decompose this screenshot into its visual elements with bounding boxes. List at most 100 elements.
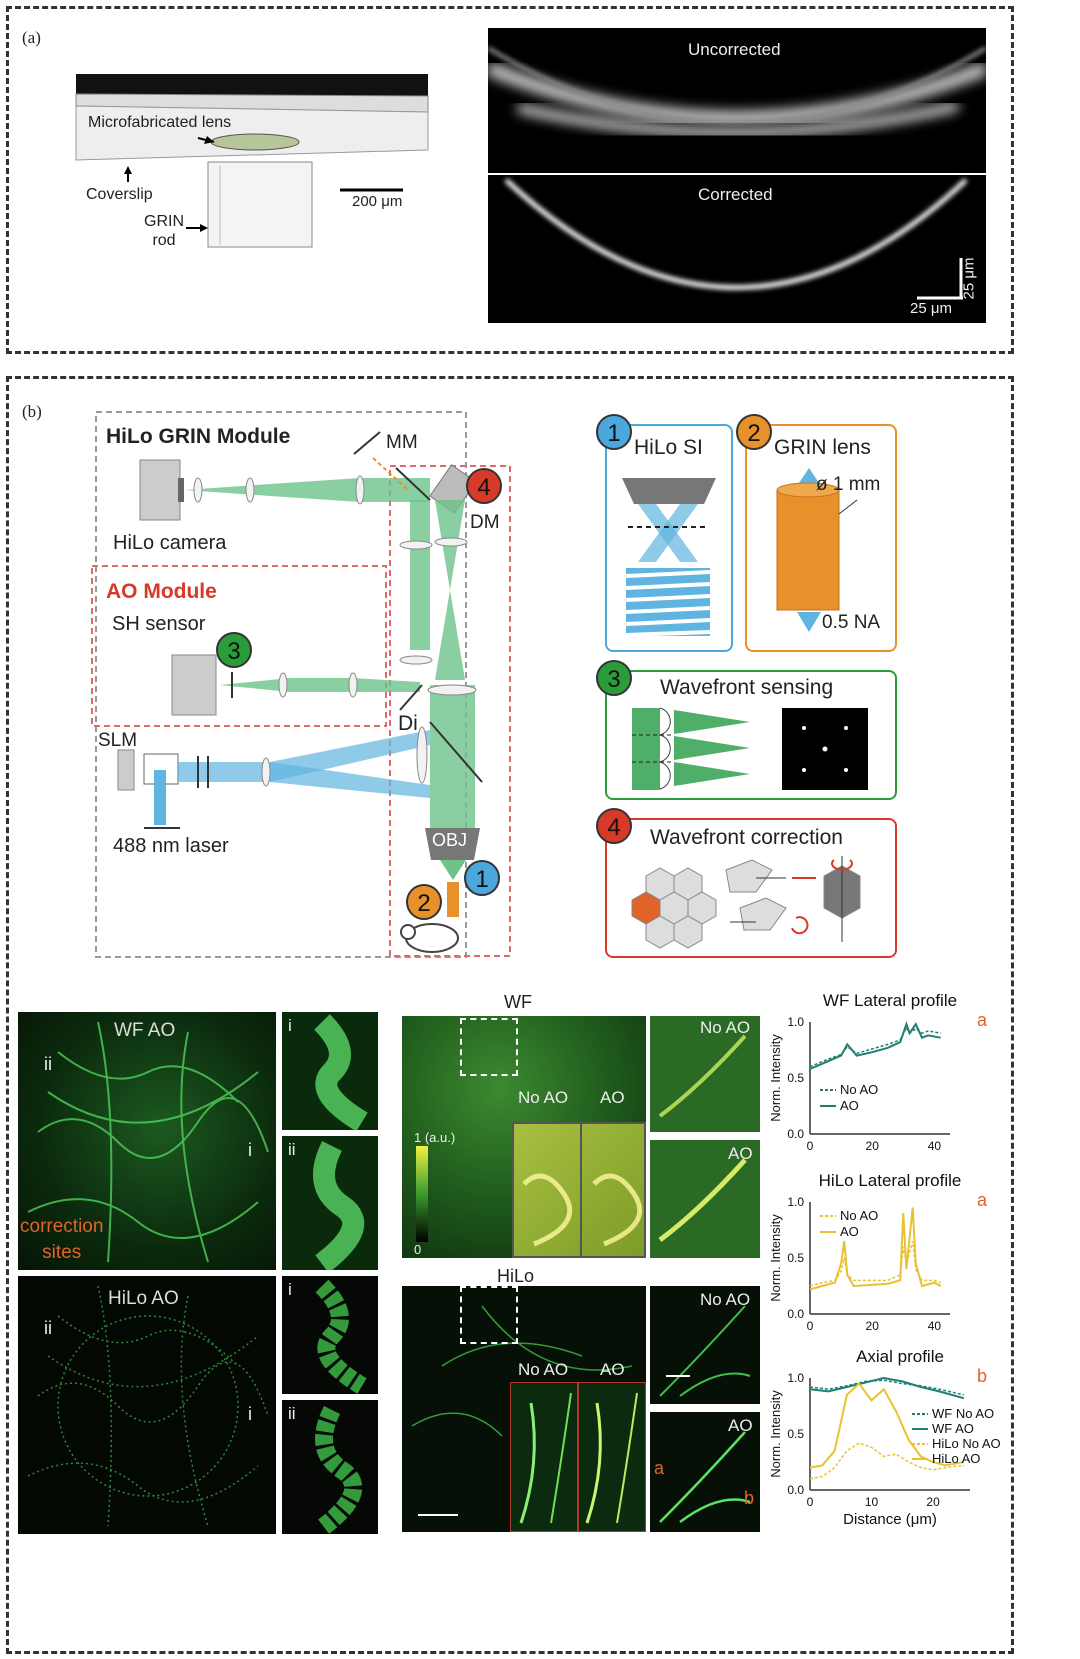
badge-1-setup: 1 (464, 860, 500, 896)
ao-module-title: AO Module (106, 580, 217, 603)
hilo-zoom-i-label: i (288, 1280, 292, 1299)
wf-ao-roman-ii: ii (44, 1054, 52, 1074)
wf-image (402, 1016, 646, 1258)
grin-lens-box (745, 424, 897, 652)
chart-2-ytick: 0.0 (787, 1483, 804, 1497)
uncorrected-label: Uncorrected (688, 40, 781, 59)
lens-schematic (75, 74, 429, 248)
chart-2-series-line (809, 1442, 964, 1480)
wf-no-ao-crop-label: No AO (700, 1018, 751, 1037)
wavefront-sensing-illustration (632, 707, 868, 790)
grin-lens-title: GRIN lens (774, 436, 871, 459)
mm-label: MM (386, 432, 418, 453)
chart-0-ytick: 1.0 (787, 1015, 804, 1029)
profile-mark-a: a (654, 1458, 665, 1478)
chart-0-xtick: 0 (807, 1139, 814, 1153)
chart-1-title: HiLo Lateral profile (819, 1171, 962, 1190)
dm-label: DM (470, 512, 500, 533)
chart-0-title: WF Lateral profile (823, 991, 957, 1010)
coverslip-label: Coverslip (86, 186, 153, 203)
hilo-ao-crop-label: AO (728, 1416, 753, 1435)
chart-2-legend-label: WF No AO (932, 1406, 994, 1421)
wf-no-ao-crop (650, 1016, 760, 1132)
hilo-camera-label: HiLo camera (113, 532, 227, 554)
hilo-ao-label: HiLo AO (108, 1288, 179, 1309)
badge-1-box: 1 (596, 414, 632, 450)
hilo-ao-roman-ii: ii (44, 1318, 52, 1338)
chart-0-legend-label: No AO (840, 1082, 878, 1097)
chart-0-ytick: 0.5 (787, 1071, 804, 1085)
hilo-no-ao-crop-label: No AO (700, 1290, 751, 1309)
panel-a-label: (a) (22, 28, 41, 47)
badge-2-box: 2 (736, 414, 772, 450)
grin-diameter-label: ø 1 mm (816, 474, 881, 495)
badge-4-setup: 4 (466, 468, 502, 504)
hilo-ao-crop (650, 1412, 760, 1532)
hilo-si-illustration (622, 478, 716, 637)
wavefront-correction-box (605, 818, 897, 958)
badge-2-setup: 2 (406, 884, 442, 920)
chart-0-corner-label: a (977, 1010, 988, 1030)
wavefront-sensing-title: Wavefront sensing (660, 676, 834, 699)
hilo-ao-roman-i: i (248, 1404, 252, 1424)
grin-rod-label: GRIN rod (144, 213, 184, 249)
chart-1-legend-label: AO (840, 1224, 859, 1239)
chart-2-title: Axial profile (856, 1347, 944, 1366)
hilo-no-ao-crop (650, 1286, 760, 1404)
chart-2-xtick: 0 (807, 1495, 814, 1509)
chart-1-series-line (809, 1207, 942, 1291)
hilo-zoom-i (282, 1276, 378, 1394)
wf-title: WF (504, 992, 532, 1012)
wf-zoom-i (282, 1012, 378, 1130)
corrected-scalebar (917, 258, 963, 300)
grin-lens-illustration (776, 468, 858, 632)
chart-0-ytick: 0.0 (787, 1127, 804, 1141)
schematic-scale-label: 200 μm (352, 193, 403, 210)
chart-0-legend-label: AO (840, 1098, 859, 1113)
chart-1-xtick: 0 (807, 1319, 814, 1333)
panel-b-label: (b) (22, 402, 42, 421)
badge-4-box: 4 (596, 808, 632, 844)
wf-ao-label: WF AO (114, 1020, 176, 1041)
chart-2-series-line (809, 1376, 965, 1400)
panel-a-frame (6, 6, 1014, 354)
chart-1-ylabel: Norm. Intensity (768, 1214, 783, 1302)
panel-b-frame (6, 376, 1014, 1654)
chart-0-xtick: 20 (866, 1139, 880, 1153)
wf-ao-roman-i: i (248, 1140, 252, 1160)
hilo-zoom-ii (282, 1400, 378, 1534)
chart-2-legend-label: HiLo AO (932, 1451, 980, 1466)
hilo-si-box (605, 424, 733, 652)
profile-mark-b: b (744, 1488, 755, 1508)
grin-na-label: 0.5 NA (822, 612, 881, 633)
chart-0-series-line (809, 1021, 941, 1070)
chart-2-xtick: 20 (926, 1495, 940, 1509)
badge-3-box: 3 (596, 660, 632, 696)
uncorrected-image (488, 28, 986, 173)
wf-ao-crop (650, 1140, 760, 1258)
chart-2-ytick: 1.0 (787, 1371, 804, 1385)
hilo-image (402, 1286, 646, 1532)
wf-ao-image (18, 1012, 276, 1270)
chart-2-xtick: 10 (865, 1495, 879, 1509)
hilo-ao-image (18, 1276, 276, 1534)
corrected-label: Corrected (698, 185, 773, 204)
colorbar-max-label: 1 (a.u.) (414, 1130, 456, 1145)
scale-y-label: 25 μm (960, 257, 978, 300)
chart-1-xtick: 20 (866, 1319, 880, 1333)
chart-2-corner-label: b (977, 1366, 987, 1386)
hilo-inset-ao-label: AO (600, 1360, 625, 1379)
chart-2-series-line (809, 1382, 964, 1469)
wf-inset-no-ao-label: No AO (518, 1088, 569, 1107)
hilo-module-title: HiLo GRIN Module (106, 425, 291, 448)
hilo-title: HiLo (497, 1266, 535, 1286)
wf-inset-ao-label: AO (600, 1088, 625, 1107)
wavefront-sensing-box (605, 670, 897, 800)
wf-zoom-i-label: i (288, 1016, 292, 1035)
chart-2-ytick: 0.5 (787, 1427, 804, 1441)
microlens-label: Microfabricated lens (88, 114, 232, 131)
wf-ao-crop-label: AO (728, 1144, 753, 1163)
chart-1-ytick: 1.0 (787, 1195, 804, 1209)
chart-1-legend-label: No AO (840, 1208, 878, 1223)
